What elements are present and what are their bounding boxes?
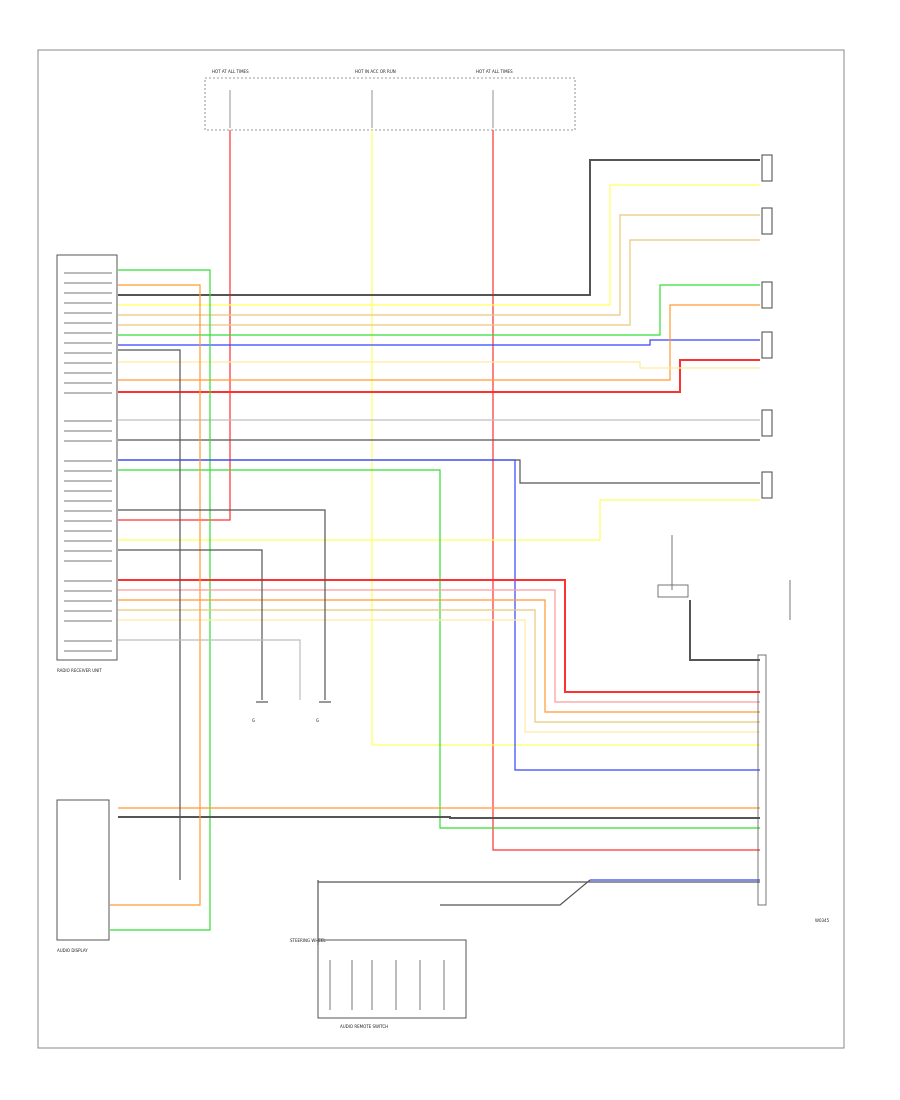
wire-gray-5	[118, 816, 760, 819]
wire-harness	[110, 130, 760, 945]
wire-yellow-2	[118, 499, 760, 541]
ground-right-label: G	[316, 718, 319, 723]
wire-blue-1	[118, 339, 760, 346]
audio-remote-switch	[317, 939, 467, 1019]
wire-gray-8	[440, 879, 591, 906]
speaker-icon	[761, 471, 773, 499]
wire-gray-6	[118, 349, 181, 880]
fuse-icon	[229, 90, 494, 128]
wire-orange-4	[110, 284, 201, 906]
fuse-block-top	[204, 77, 576, 131]
audio-display-connector	[56, 799, 110, 941]
wire-pink-1	[118, 589, 760, 703]
radio-receiver-connector	[56, 254, 118, 661]
wire-gray-1	[118, 159, 760, 296]
fuse-label-mid: HOT IN ACC OR RUN	[355, 69, 396, 74]
radio-receiver-label: RADIO RECEIVER UNIT	[57, 668, 102, 673]
speaker-icon	[761, 207, 773, 235]
wire-red-2	[118, 359, 760, 393]
steering-note: STEERING WHEEL	[290, 938, 326, 943]
wire-red-main	[492, 130, 760, 851]
wire-yellow-1	[118, 184, 760, 306]
right-connector	[757, 654, 767, 906]
part-number: W0345	[815, 918, 830, 923]
wire-gray-3	[118, 459, 760, 484]
switch-contacts	[329, 960, 445, 1010]
speaker-icon	[761, 331, 773, 359]
audio-display-label: AUDIO DISPLAY	[57, 948, 88, 953]
wire-green-1	[118, 284, 760, 336]
wire-gray-ground-r	[118, 509, 326, 700]
speaker-icon	[761, 409, 773, 437]
wire-blue-2	[118, 459, 760, 771]
fuse-label-right: HOT AT ALL TIMES	[476, 69, 513, 74]
radio-pin-labels	[64, 272, 112, 652]
fuse-label-left: HOT AT ALL TIMES	[212, 69, 249, 74]
wire-tan-1	[118, 214, 760, 316]
wire-light-2	[118, 639, 301, 700]
wire-gray-ground-l	[118, 549, 263, 700]
wire-orange-1	[118, 304, 760, 381]
wire-green-3	[118, 469, 760, 829]
ground-left-label: G	[252, 718, 255, 723]
wire-pale-2	[118, 619, 760, 733]
wire-gray-4	[689, 600, 760, 661]
wire-red-3	[118, 579, 760, 693]
diagram-frame	[37, 49, 845, 1049]
wire-orange-2	[118, 599, 760, 713]
antenna-block	[657, 535, 791, 620]
speaker-icon	[761, 281, 773, 309]
audio-switch-label: AUDIO REMOTE SWITCH	[340, 1024, 388, 1029]
wire-pale-1	[118, 361, 760, 369]
speaker-group	[761, 154, 773, 499]
wire-tan-2	[118, 239, 760, 326]
wire-red-feed	[118, 130, 231, 521]
wire-tan-3	[118, 609, 760, 723]
speaker-icon	[761, 154, 773, 182]
